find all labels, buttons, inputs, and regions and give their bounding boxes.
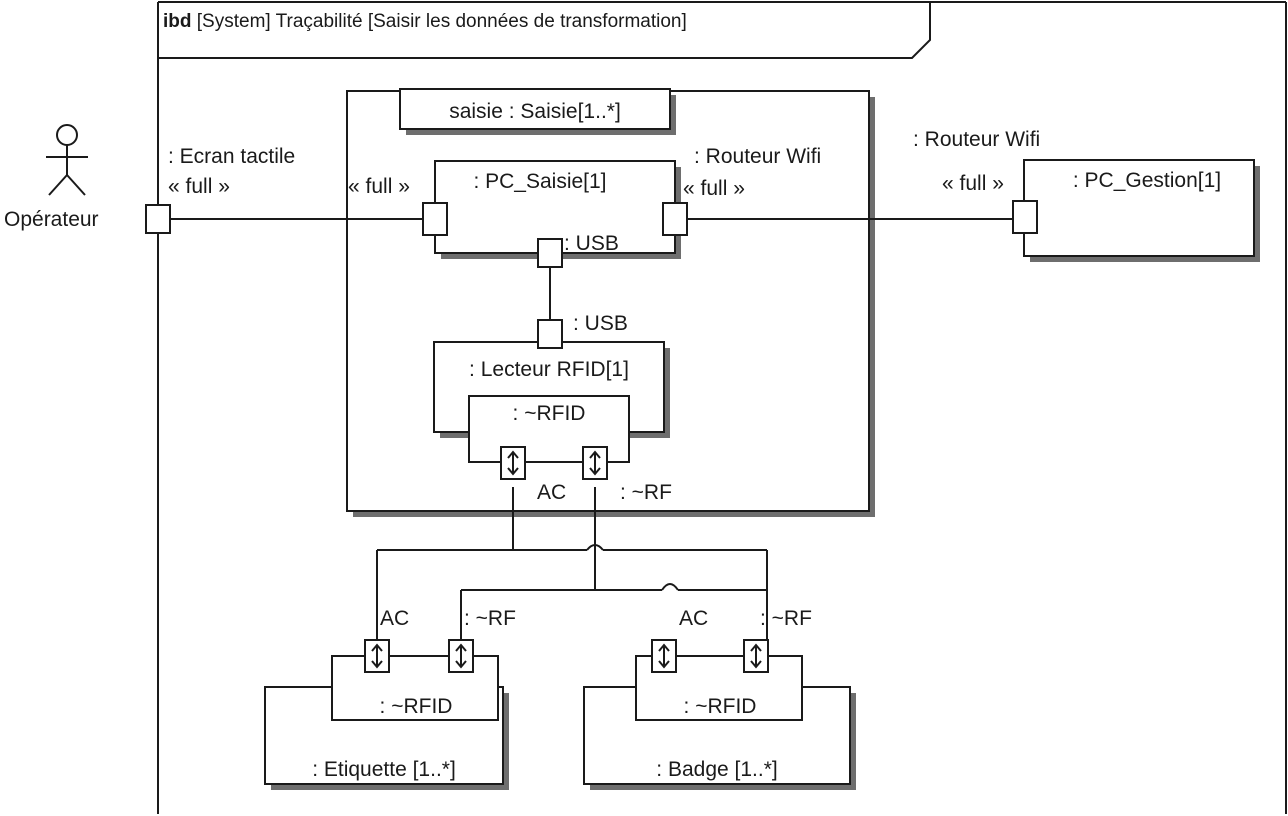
port-pc-saisie-ecran <box>422 202 448 236</box>
etiquette-label: : Etiquette [1..*] <box>312 758 456 781</box>
badge-label: : Badge [1..*] <box>656 758 777 781</box>
rf-label-badge: : ~RF <box>760 607 812 630</box>
ac-label-lecteur: AC <box>537 481 566 504</box>
actor-label: Opérateur <box>4 208 99 231</box>
etiquette-ac-port-icon <box>364 639 390 673</box>
pc-saisie-part <box>434 160 676 254</box>
actor-stick-figure <box>46 124 88 196</box>
full-label-pc-saisie-left: « full » <box>348 175 410 198</box>
usb-label-lecteur: : USB <box>573 312 628 335</box>
lecteur-rf-port-icon <box>582 446 608 480</box>
routeur-wifi-label-pc-saisie: : Routeur Wifi <box>694 145 821 168</box>
rf-label-lecteur: : ~RF <box>620 481 672 504</box>
rf-label-etiquette: : ~RF <box>464 607 516 630</box>
ecran-tactile-label: : Ecran tactile <box>168 145 295 168</box>
pc-gestion-label: : PC_Gestion[1] <box>1073 169 1221 192</box>
pc-gestion-part <box>1023 159 1255 257</box>
saisie-title-box <box>399 88 671 130</box>
lecteur-rfid-label: : Lecteur RFID[1] <box>469 358 629 381</box>
full-label-pc-saisie-right: « full » <box>683 177 745 200</box>
port-operateur <box>145 204 171 234</box>
badge-ac-port-icon <box>651 639 677 673</box>
usb-label-pc-saisie: : USB <box>564 232 619 255</box>
frame-header: ibd [System] Traçabilité [Saisir les don… <box>163 11 687 32</box>
pc-saisie-label: : PC_Saisie[1] <box>473 170 606 193</box>
etiquette-interface-label: : ~RFID <box>380 695 453 718</box>
routeur-wifi-label-pc-gestion: : Routeur Wifi <box>913 128 1040 151</box>
lecteur-ac-port-icon <box>500 446 526 480</box>
port-pc-gestion-wifi <box>1012 200 1038 234</box>
full-label-pc-gestion: « full » <box>942 172 1004 195</box>
frame-keyword: ibd <box>163 11 192 32</box>
ac-label-badge: AC <box>679 607 708 630</box>
lecteur-rfid-interface-label: : ~RFID <box>513 402 586 425</box>
saisie-title: saisie : Saisie[1..*] <box>449 100 621 123</box>
badge-interface-label: : ~RFID <box>684 695 757 718</box>
frame-title: [System] Traçabilité [Saisir les données… <box>197 11 687 32</box>
etiquette-rf-port-icon <box>448 639 474 673</box>
connectors <box>171 218 1013 640</box>
badge-rf-port-icon <box>743 639 769 673</box>
ac-label-etiquette: AC <box>380 607 409 630</box>
port-pc-saisie-wifi <box>662 202 688 236</box>
port-lecteur-usb <box>537 319 563 349</box>
port-pc-saisie-usb <box>537 238 563 268</box>
full-label-operateur: « full » <box>168 175 230 198</box>
diagram-frame <box>157 1 1287 814</box>
